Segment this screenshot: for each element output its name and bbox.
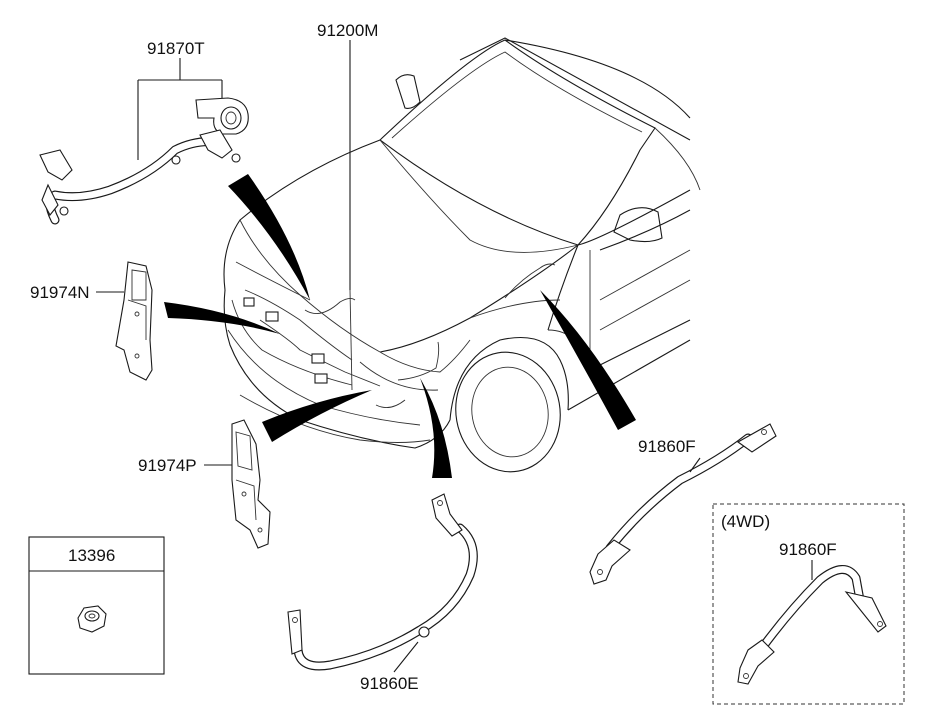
part-91870T-cable (39, 58, 249, 225)
part-91860F-cable (589, 423, 777, 585)
part-labels: 91870T 91200M 91974N 91974P 13396 91860E… (30, 21, 837, 693)
arrow-91860E (420, 378, 452, 478)
label-91860E: 91860E (360, 674, 419, 693)
arrow-91974P (262, 390, 372, 442)
arrow-91860F (540, 290, 636, 430)
harness-on-vehicle (243, 263, 556, 409)
variant-4wd-box (712, 503, 905, 705)
label-91860F-4wd: 91860F (779, 540, 837, 559)
label-91974P: 91974P (138, 456, 197, 475)
callout-arrows (164, 174, 636, 478)
label-91200M: 91200M (317, 21, 378, 40)
arrow-91974N (164, 302, 280, 334)
arrow-91870T (228, 174, 310, 300)
part-13396-box (28, 536, 165, 675)
label-13396: 13396 (68, 546, 115, 565)
part-91974N-bracket (96, 261, 153, 381)
label-4wd: (4WD) (721, 512, 770, 531)
part-91860E-cable (287, 493, 478, 673)
part-91974P-bracket (204, 419, 271, 549)
label-91870T: 91870T (147, 39, 205, 58)
label-91860F-main: 91860F (638, 437, 696, 456)
label-91974N: 91974N (30, 283, 90, 302)
